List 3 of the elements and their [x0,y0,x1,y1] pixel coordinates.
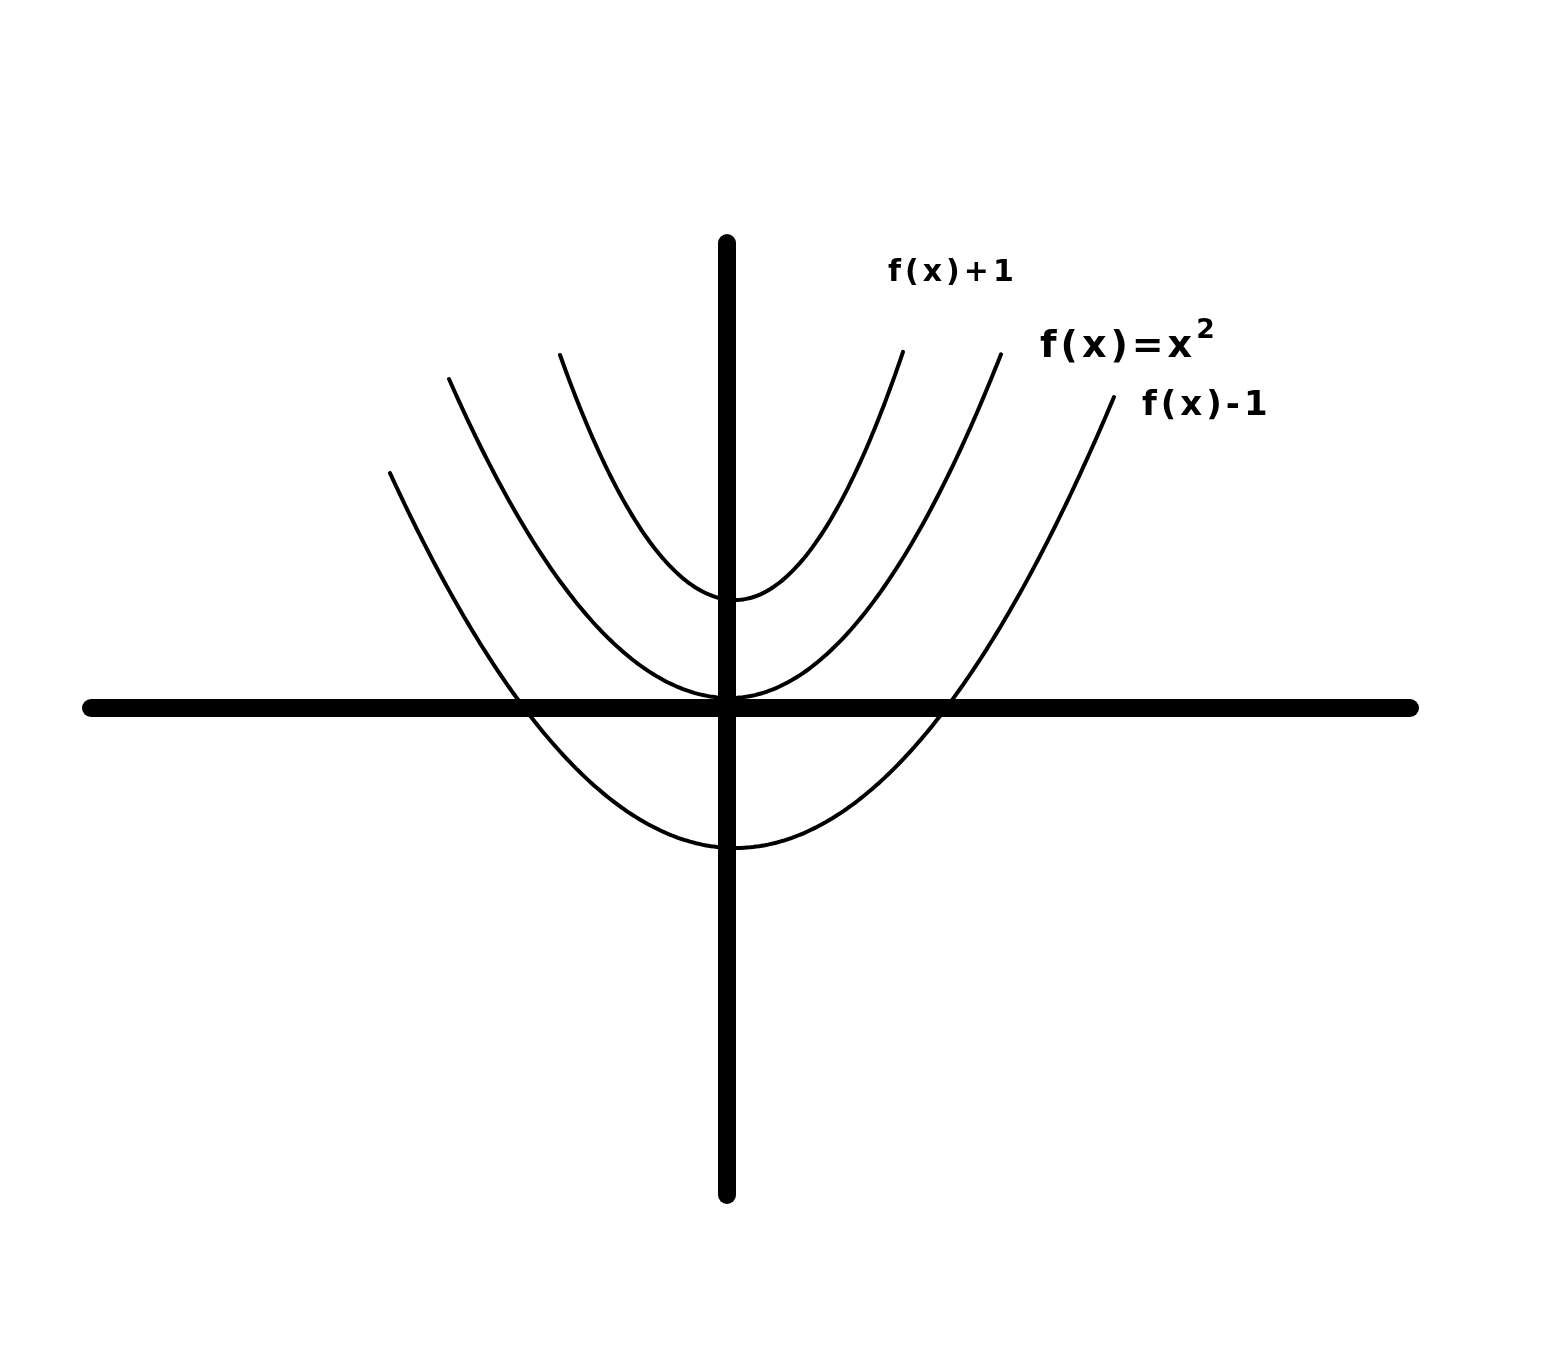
curve-label: f(x)-1 [1142,386,1272,420]
curve-label: f(x)+1 [888,256,1018,286]
curve-label: f(x)=x$^{2}$ [1040,316,1219,363]
